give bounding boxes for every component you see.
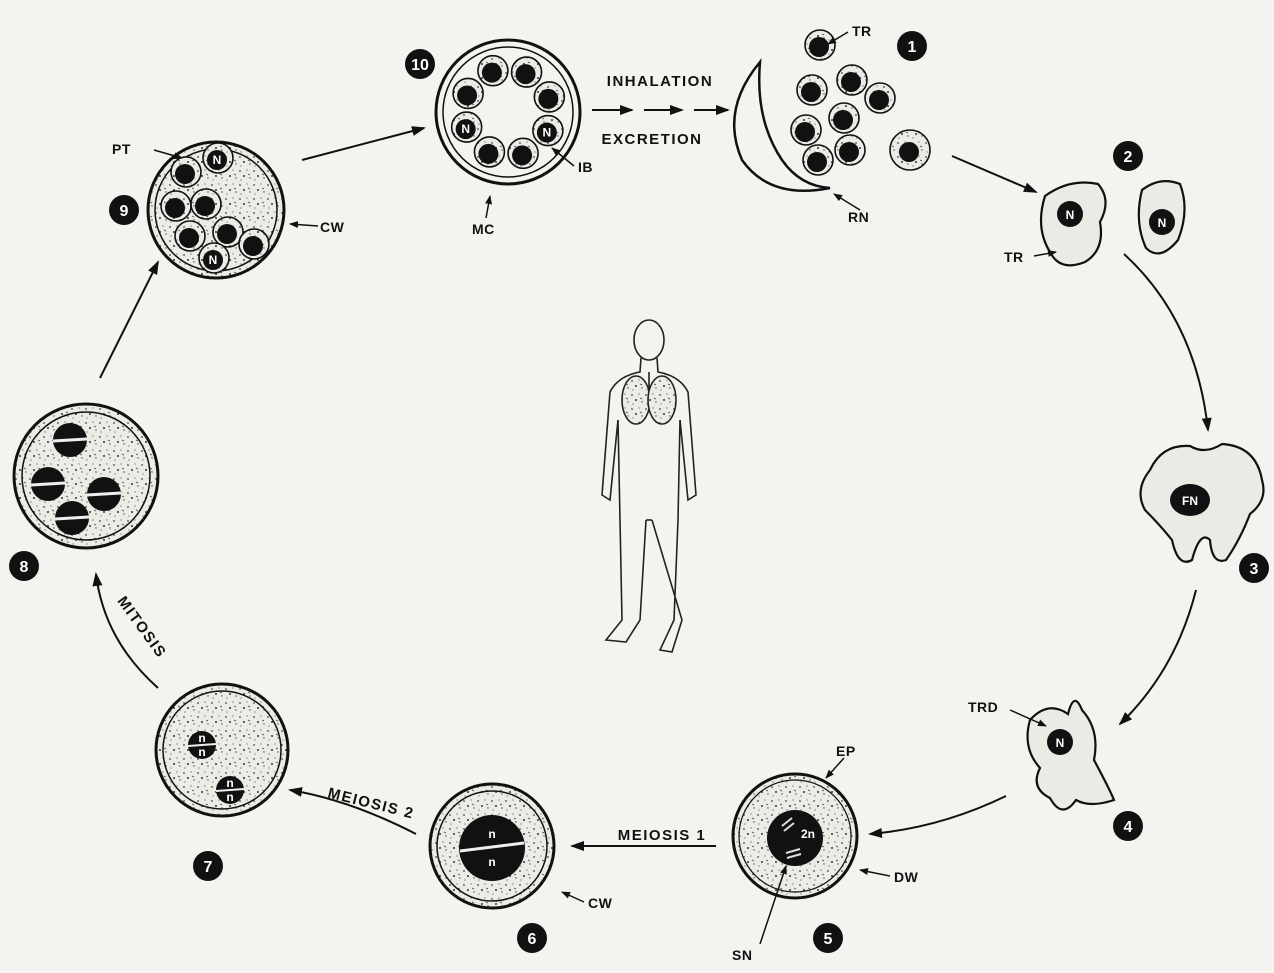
meiosis-2-label: MEIOSIS 2 — [326, 785, 416, 823]
nucleus-label: n — [226, 776, 233, 790]
step-number-4: 4 — [1113, 811, 1143, 841]
meiosis-1-label: MEIOSIS 1 — [618, 827, 707, 844]
step-number-text: 8 — [20, 559, 29, 576]
cell — [829, 103, 859, 133]
inhalation-label: INHALATION — [607, 73, 713, 90]
cell — [239, 229, 269, 259]
stage-2-trophozoites: N N — [1041, 181, 1185, 265]
step-number-text: 5 — [824, 931, 833, 948]
stage-9-cyst-with-spores: NN — [148, 142, 284, 278]
stage-6-sporocyte: n n — [430, 784, 554, 908]
step-number-3: 3 — [1239, 553, 1269, 583]
stage-5-early-sporocyte: 2n — [733, 774, 857, 898]
cell — [534, 82, 564, 112]
nucleus-label: N — [209, 253, 218, 267]
label-rn: RN — [848, 209, 869, 225]
step-number-text: 10 — [411, 57, 429, 74]
step-number-text: 3 — [1250, 561, 1259, 578]
nucleus-label: n — [198, 731, 205, 745]
cell — [803, 145, 833, 175]
step-number-text: 1 — [908, 39, 917, 56]
label-mc: MC — [472, 221, 495, 237]
step-number-6: 6 — [517, 923, 547, 953]
nucleus-label: n — [226, 790, 233, 804]
nucleus-label: n — [198, 745, 205, 759]
nucleus-label: n — [488, 855, 495, 869]
label-tr: TR — [852, 23, 872, 39]
nucleus-label: N — [1066, 208, 1075, 222]
excretion-label: EXCRETION — [601, 131, 702, 148]
label-dw: DW — [894, 869, 919, 885]
step-number-9: 9 — [109, 195, 139, 225]
label-cw: CW — [320, 219, 345, 235]
cell — [890, 130, 930, 170]
stage-3-feeding-form: FN — [1141, 444, 1264, 562]
cell — [478, 56, 508, 86]
nucleus-label: FN — [1182, 494, 1198, 508]
cell: N — [452, 112, 482, 142]
nucleus-label: N — [543, 126, 552, 140]
step-number-text: 7 — [204, 859, 213, 876]
stage-8-mitotic-sporocyte — [14, 404, 158, 548]
cell — [453, 78, 483, 108]
cell — [171, 157, 201, 187]
stage-7-late-sporocyte: n n n n — [156, 684, 288, 816]
human-figure — [602, 320, 696, 652]
cell — [791, 115, 821, 145]
cell — [837, 65, 867, 95]
step-number-text: 2 — [1124, 149, 1133, 166]
cell — [797, 75, 827, 105]
nucleus-label: N — [213, 153, 222, 167]
dividing-nucleus — [87, 477, 121, 511]
nucleus-label: N — [461, 122, 470, 136]
cell: N — [533, 116, 563, 146]
step-number-8: 8 — [9, 551, 39, 581]
cell: N — [199, 243, 229, 273]
mitosis-label: MITOSIS — [114, 593, 170, 661]
label-sn: SN — [732, 947, 752, 963]
nucleus-label: n — [488, 827, 495, 841]
step-number-text: 9 — [120, 203, 129, 220]
stage-4-degenerating-trophozoite: N — [1028, 701, 1114, 810]
cell: N — [203, 143, 233, 173]
cell — [175, 221, 205, 251]
cell — [512, 57, 542, 87]
step-number-5: 5 — [813, 923, 843, 953]
label-trd: TRD — [968, 699, 998, 715]
label-ib: IB — [578, 159, 593, 175]
step-number-1: 1 — [897, 31, 927, 61]
nucleus-label: N — [1158, 216, 1167, 230]
dividing-nucleus — [55, 501, 89, 535]
label-ep: EP — [836, 743, 856, 759]
label-pt: PT — [112, 141, 131, 157]
step-number-text: 6 — [528, 931, 537, 948]
cell — [474, 137, 504, 167]
step-number-2: 2 — [1113, 141, 1143, 171]
cell — [191, 189, 221, 219]
step-number-7: 7 — [193, 851, 223, 881]
step-number-10: 10 — [405, 49, 435, 79]
nucleus-label: N — [1056, 736, 1065, 750]
dividing-nucleus — [53, 423, 87, 457]
cell — [508, 138, 538, 168]
label-tr: TR — [1004, 249, 1024, 265]
dividing-nucleus — [31, 467, 65, 501]
cell — [835, 135, 865, 165]
cell — [805, 30, 835, 60]
label-cw: CW — [588, 895, 613, 911]
cell — [161, 191, 191, 221]
stage-10-mature-cyst: NN — [436, 40, 580, 184]
cell — [865, 83, 895, 113]
step-number-text: 4 — [1124, 819, 1133, 836]
nucleus-label: 2n — [801, 827, 815, 841]
